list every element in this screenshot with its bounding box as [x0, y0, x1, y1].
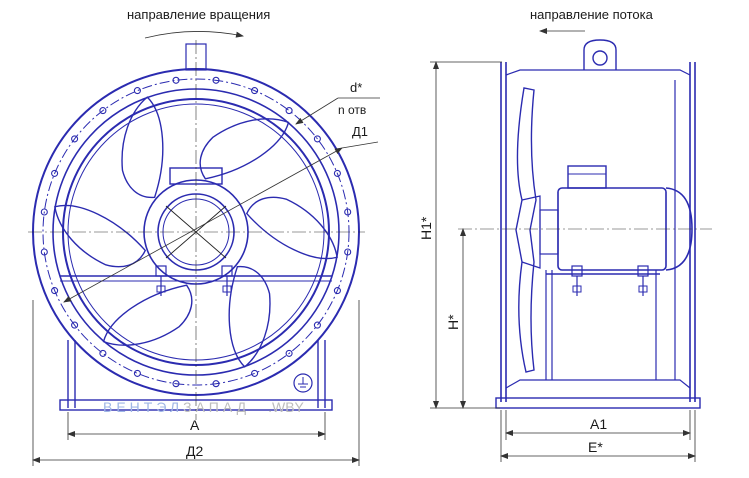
side-terminal-box [567, 165, 607, 189]
h-label: H* [445, 314, 461, 330]
bolt-hole [71, 135, 79, 143]
housing-bottom-flange [505, 379, 691, 389]
bolt-hole [40, 248, 48, 256]
d1-leader [341, 141, 379, 149]
bolt-hole [172, 76, 180, 84]
watermark: ВЕНТЭЛЗАПАД.WBY [103, 399, 305, 415]
bolt-hole [344, 208, 352, 216]
bolt-hole [99, 107, 107, 115]
bolt-hole [251, 369, 259, 377]
bolt-hole [344, 248, 352, 256]
bolt-hole [99, 349, 107, 357]
support-legs [67, 340, 326, 408]
hole-leader [295, 97, 339, 125]
bolt-hole [133, 87, 141, 95]
hole-count-label: n отв [338, 103, 366, 117]
bolt-hole [212, 76, 220, 84]
flange-bolt-holes [40, 76, 352, 388]
side-hub [521, 195, 541, 269]
side-lug-hole [592, 50, 608, 66]
d1-label: Д1 [352, 124, 368, 139]
bolt-hole [51, 169, 59, 177]
bolt-hole [71, 321, 79, 329]
h1-label: H1* [418, 216, 434, 240]
side-base [495, 397, 701, 409]
bolt-hole [285, 107, 293, 115]
hole-diameter-label: d* [350, 80, 362, 95]
d2-label: Д2 [186, 443, 203, 459]
bolt-hole [51, 287, 59, 295]
e-label: E* [588, 439, 603, 455]
bolt-hole [172, 380, 180, 388]
bolt-hole [313, 321, 321, 329]
housing-sides [500, 62, 696, 402]
flow-direction-label: направление потока [530, 7, 654, 22]
side-top-lug [583, 39, 617, 70]
bolt-hole [285, 349, 293, 357]
rotation-arrow [144, 31, 244, 39]
front-view: направление вращения [28, 7, 380, 466]
rotation-direction-label: направление вращения [127, 7, 270, 22]
bolt-hole [251, 87, 259, 95]
bolt-hole [212, 380, 220, 388]
side-view: направление потока [418, 7, 712, 462]
side-motor-bolts [571, 265, 649, 296]
ground-symbol [293, 373, 313, 393]
motor-shaft-flange [539, 209, 559, 255]
bolt-hole [313, 135, 321, 143]
bolt-hole [133, 369, 141, 377]
a1-label: A1 [590, 416, 607, 432]
bolt-hole [40, 208, 48, 216]
impeller-blade [121, 96, 164, 198]
a-label: A [190, 417, 200, 433]
blade-profile [515, 87, 537, 373]
housing-top-flange [505, 69, 691, 76]
impeller-blade [102, 284, 193, 346]
impeller-blade [199, 118, 290, 180]
d1-dimension-line [63, 147, 343, 303]
